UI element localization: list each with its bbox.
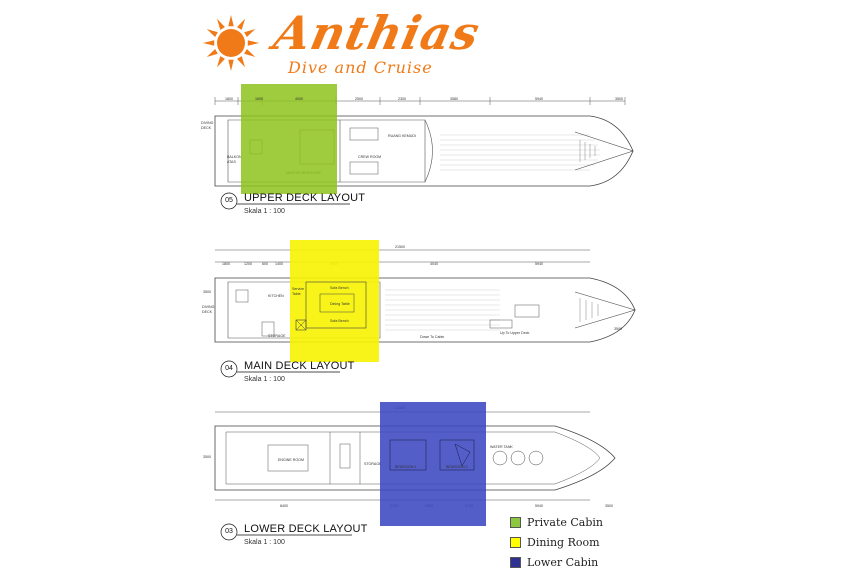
upper-deck-title: UPPER DECK LAYOUT (244, 192, 366, 204)
lower-cabin-highlight (380, 402, 486, 526)
sun-ray (206, 49, 218, 57)
svg-text:3580: 3580 (450, 97, 458, 101)
svg-text:5940: 5940 (535, 504, 543, 508)
svg-text:21500: 21500 (395, 245, 405, 249)
dining-room-highlight (290, 240, 379, 362)
svg-text:CREW ROOM: CREW ROOM (358, 155, 381, 159)
main-deck-scale: Skala 1 : 100 (244, 376, 285, 383)
sun-ray (237, 18, 245, 30)
sun-ray (237, 56, 245, 68)
legend-label: Private Cabin (527, 515, 603, 529)
legend-swatch-dining-room (510, 536, 521, 548)
svg-text:2300: 2300 (398, 97, 406, 101)
sun-ray (217, 18, 225, 30)
svg-text:RUANG KEMUDI: RUANG KEMUDI (388, 134, 416, 138)
upper-deck-scale: Skala 1 : 100 (244, 208, 285, 215)
svg-text:BEDROOM 2: BEDROOM 2 (446, 465, 468, 469)
svg-text:Up To Upper Deck: Up To Upper Deck (500, 331, 529, 335)
svg-text:1800: 1800 (222, 262, 230, 266)
main-deck-number: 04 (225, 365, 233, 372)
svg-text:3500: 3500 (203, 290, 211, 294)
sun-ray (203, 40, 215, 46)
svg-text:Down To Cabin: Down To Cabin (420, 335, 444, 339)
svg-text:1800: 1800 (225, 97, 233, 101)
legend-item-dining-room: Dining Room (510, 532, 603, 552)
legend-item-private-cabin: Private Cabin (510, 512, 603, 532)
svg-text:BALKON: BALKON (227, 155, 242, 159)
main-deck-plan: 21500 1800 1200 600 1400 5000 4040 5940 (202, 240, 637, 362)
lower-deck-number: 03 (225, 528, 233, 535)
svg-text:STORAGE: STORAGE (268, 334, 286, 338)
svg-text:Service: Service (292, 287, 304, 291)
sun-ray (247, 40, 259, 46)
svg-text:8400: 8400 (280, 504, 288, 508)
svg-text:Sofa Bench: Sofa Bench (330, 319, 349, 323)
lower-deck-scale: Skala 1 : 100 (244, 539, 285, 546)
svg-text:Table: Table (292, 292, 301, 296)
svg-text:3500: 3500 (615, 97, 623, 101)
brand-tagline: Dive and Cruise (288, 58, 433, 77)
svg-text:Sofa Bench: Sofa Bench (330, 286, 349, 290)
svg-text:WATER TANK: WATER TANK (490, 445, 513, 449)
svg-text:DIVING: DIVING (201, 121, 214, 125)
sun-ray (244, 29, 256, 37)
svg-text:3500: 3500 (203, 455, 211, 459)
sun-ray (206, 29, 218, 37)
sun-ray (244, 49, 256, 57)
legend-swatch-private-cabin (510, 516, 521, 528)
legend: Private Cabin Dining Room Lower Cabin (510, 512, 603, 572)
svg-text:1200: 1200 (244, 262, 252, 266)
svg-text:DECK: DECK (202, 310, 213, 314)
legend-swatch-lower-cabin (510, 556, 521, 568)
svg-text:1600: 1600 (255, 97, 263, 101)
svg-text:600: 600 (262, 262, 268, 266)
svg-text:5940: 5940 (535, 262, 543, 266)
svg-text:KITCHEN: KITCHEN (268, 294, 284, 298)
main-deck-title: MAIN DECK LAYOUT (244, 360, 355, 372)
svg-text:2500: 2500 (355, 97, 363, 101)
svg-text:4000: 4000 (295, 97, 303, 101)
svg-text:STORAGE: STORAGE (364, 462, 382, 466)
svg-text:4040: 4040 (430, 262, 438, 266)
sun-icon (203, 15, 259, 71)
upper-deck-plan: MASTER BEDROOM CREW ROOM RUANG KEMUDI BA… (201, 84, 634, 194)
private-cabin-highlight (241, 84, 337, 194)
sun-ray (228, 59, 234, 71)
svg-text:ENGINE ROOM: ENGINE ROOM (278, 458, 304, 462)
lower-deck-plan: 21500 ENGINE ROOM STORAGE 8400 2130 2400… (203, 402, 616, 526)
svg-text:BEDROOM 1: BEDROOM 1 (395, 465, 417, 469)
svg-text:5940: 5940 (535, 97, 543, 101)
svg-text:DECK: DECK (201, 126, 212, 130)
svg-text:3500: 3500 (605, 504, 613, 508)
svg-text:1400: 1400 (275, 262, 283, 266)
svg-text:ATAS: ATAS (227, 160, 236, 164)
lower-deck-title: LOWER DECK LAYOUT (244, 523, 368, 535)
sun-ray (217, 56, 225, 68)
svg-text:3500: 3500 (614, 327, 622, 331)
upper-deck-number: 05 (225, 197, 233, 204)
sun-ray (228, 15, 234, 27)
svg-text:DIVING: DIVING (202, 305, 215, 309)
legend-label: Lower Cabin (527, 555, 599, 569)
legend-label: Dining Room (527, 535, 600, 549)
svg-text:Dining Table: Dining Table (330, 302, 350, 306)
legend-item-lower-cabin: Lower Cabin (510, 552, 603, 572)
